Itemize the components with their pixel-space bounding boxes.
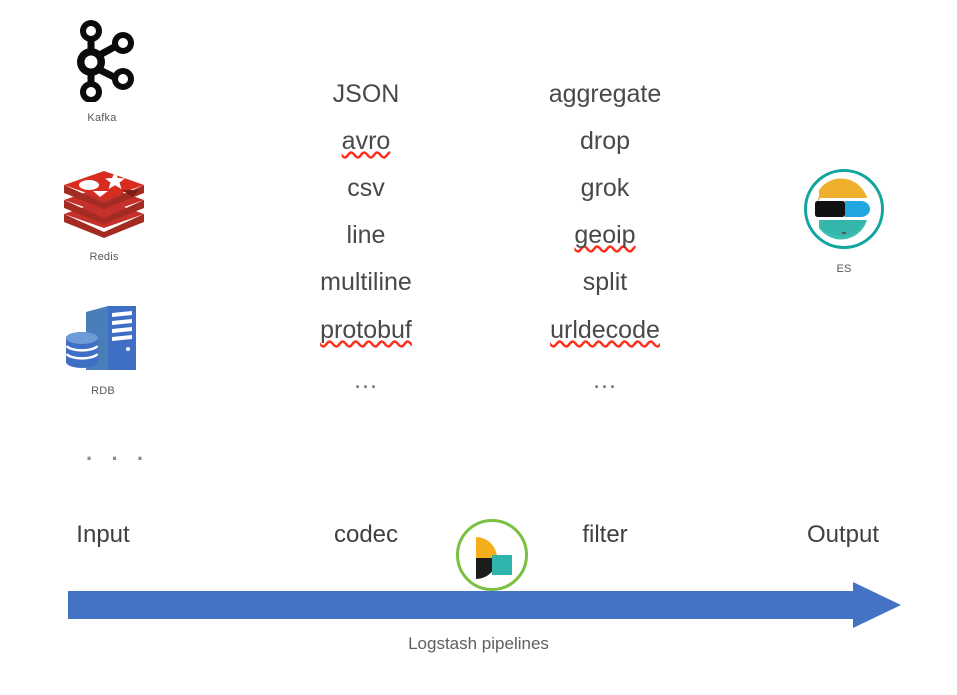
rdb-label: RDB	[91, 385, 115, 397]
filter-item-geoip: geoip	[574, 221, 636, 249]
filter-item-grok: grok	[580, 174, 630, 202]
filter-item-ellipsis: ...	[593, 366, 617, 394]
redis-label: Redis	[89, 251, 119, 263]
filter-item-split: split	[582, 268, 628, 296]
logstash-logo-icon	[455, 518, 529, 592]
codec-item-multiline: multiline	[320, 268, 412, 296]
filter-item-drop: drop	[579, 127, 631, 155]
codec-item-ellipsis: ...	[354, 366, 378, 394]
kafka-logo-icon	[70, 18, 140, 103]
stage-label-codec: codec	[333, 521, 399, 548]
codec-item-protobuf: protobuf	[320, 316, 412, 344]
rdb-server-database-icon	[64, 304, 142, 376]
more-sources-ellipsis-icon: · · ·	[86, 446, 151, 471]
filter-item-urldecode: urldecode	[550, 316, 660, 344]
codec-item-line: line	[346, 221, 386, 249]
pipeline-caption: Logstash pipelines	[408, 634, 549, 653]
redis-logo-icon	[62, 166, 146, 238]
stage-label-filter: filter	[582, 521, 628, 548]
codec-item-avro: avro	[341, 127, 391, 155]
stage-label-input: Input	[76, 521, 130, 548]
kafka-label: Kafka	[87, 112, 117, 124]
filter-item-aggregate: aggregate	[548, 80, 662, 108]
es-label: ES	[836, 263, 852, 275]
codec-item-json: JSON	[332, 80, 400, 108]
pipeline-arrow-icon	[68, 582, 901, 628]
elasticsearch-logo-icon	[803, 168, 885, 250]
codec-item-csv: csv	[347, 174, 385, 202]
stage-label-output: Output	[806, 521, 880, 548]
